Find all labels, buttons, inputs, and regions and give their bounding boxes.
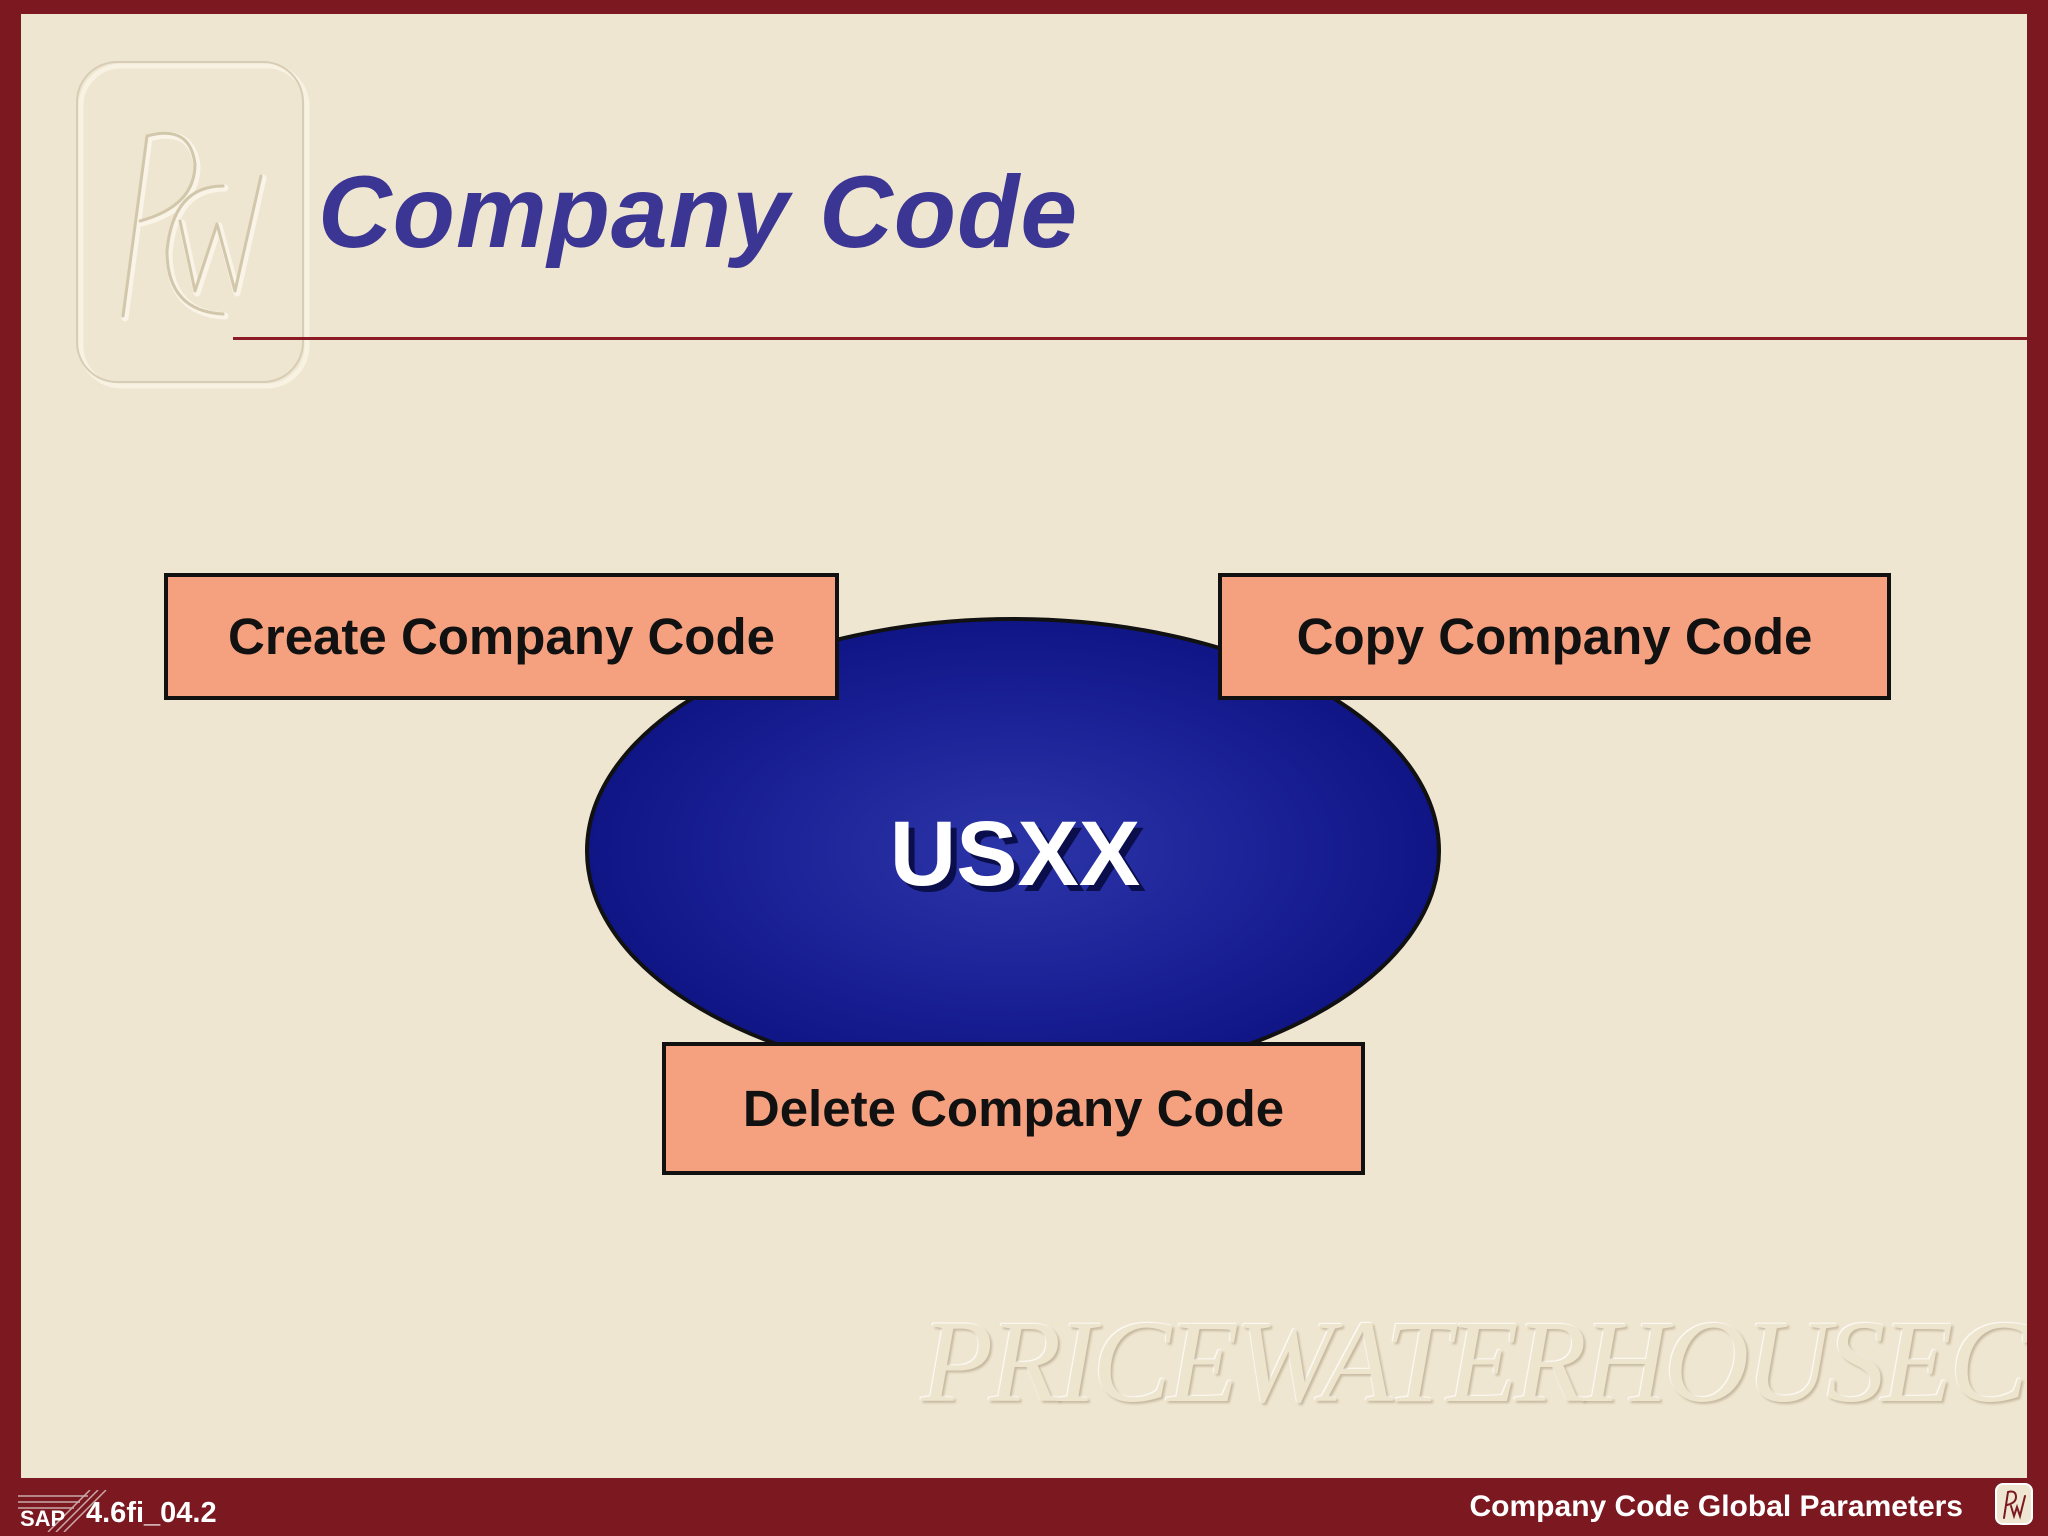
copy-company-code-box[interactable]: Copy Company Code	[1218, 573, 1891, 700]
sap-mark-text: SAP	[20, 1506, 66, 1531]
company-code-label-shadow: USXX	[896, 809, 1147, 911]
create-company-code-box[interactable]: Create Company Code	[164, 573, 839, 700]
title-divider	[233, 337, 2027, 340]
company-code-diagram: USXX USXX	[585, 617, 1441, 1085]
slide-id: 4.6fi_04.2	[86, 1497, 217, 1529]
footer-title: Company Code Global Parameters	[1469, 1490, 1963, 1523]
slide-title: Company Code	[318, 155, 1079, 269]
brand-watermark: PRICEWATERHOUSECOOPERS	[921, 1296, 2027, 1427]
company-code-label: USXX	[890, 803, 1141, 905]
pwc-footer-logo-icon	[1995, 1483, 2033, 1525]
delete-company-code-box[interactable]: Delete Company Code	[662, 1042, 1365, 1175]
sap-logo-icon: SAP	[18, 1490, 110, 1532]
slide-canvas: Company Code USXX USXX Create Company Co…	[21, 14, 2027, 1478]
pwc-logo-watermark-icon	[76, 61, 310, 389]
footer-left: SAP 4.6fi_04.2	[18, 1482, 217, 1532]
